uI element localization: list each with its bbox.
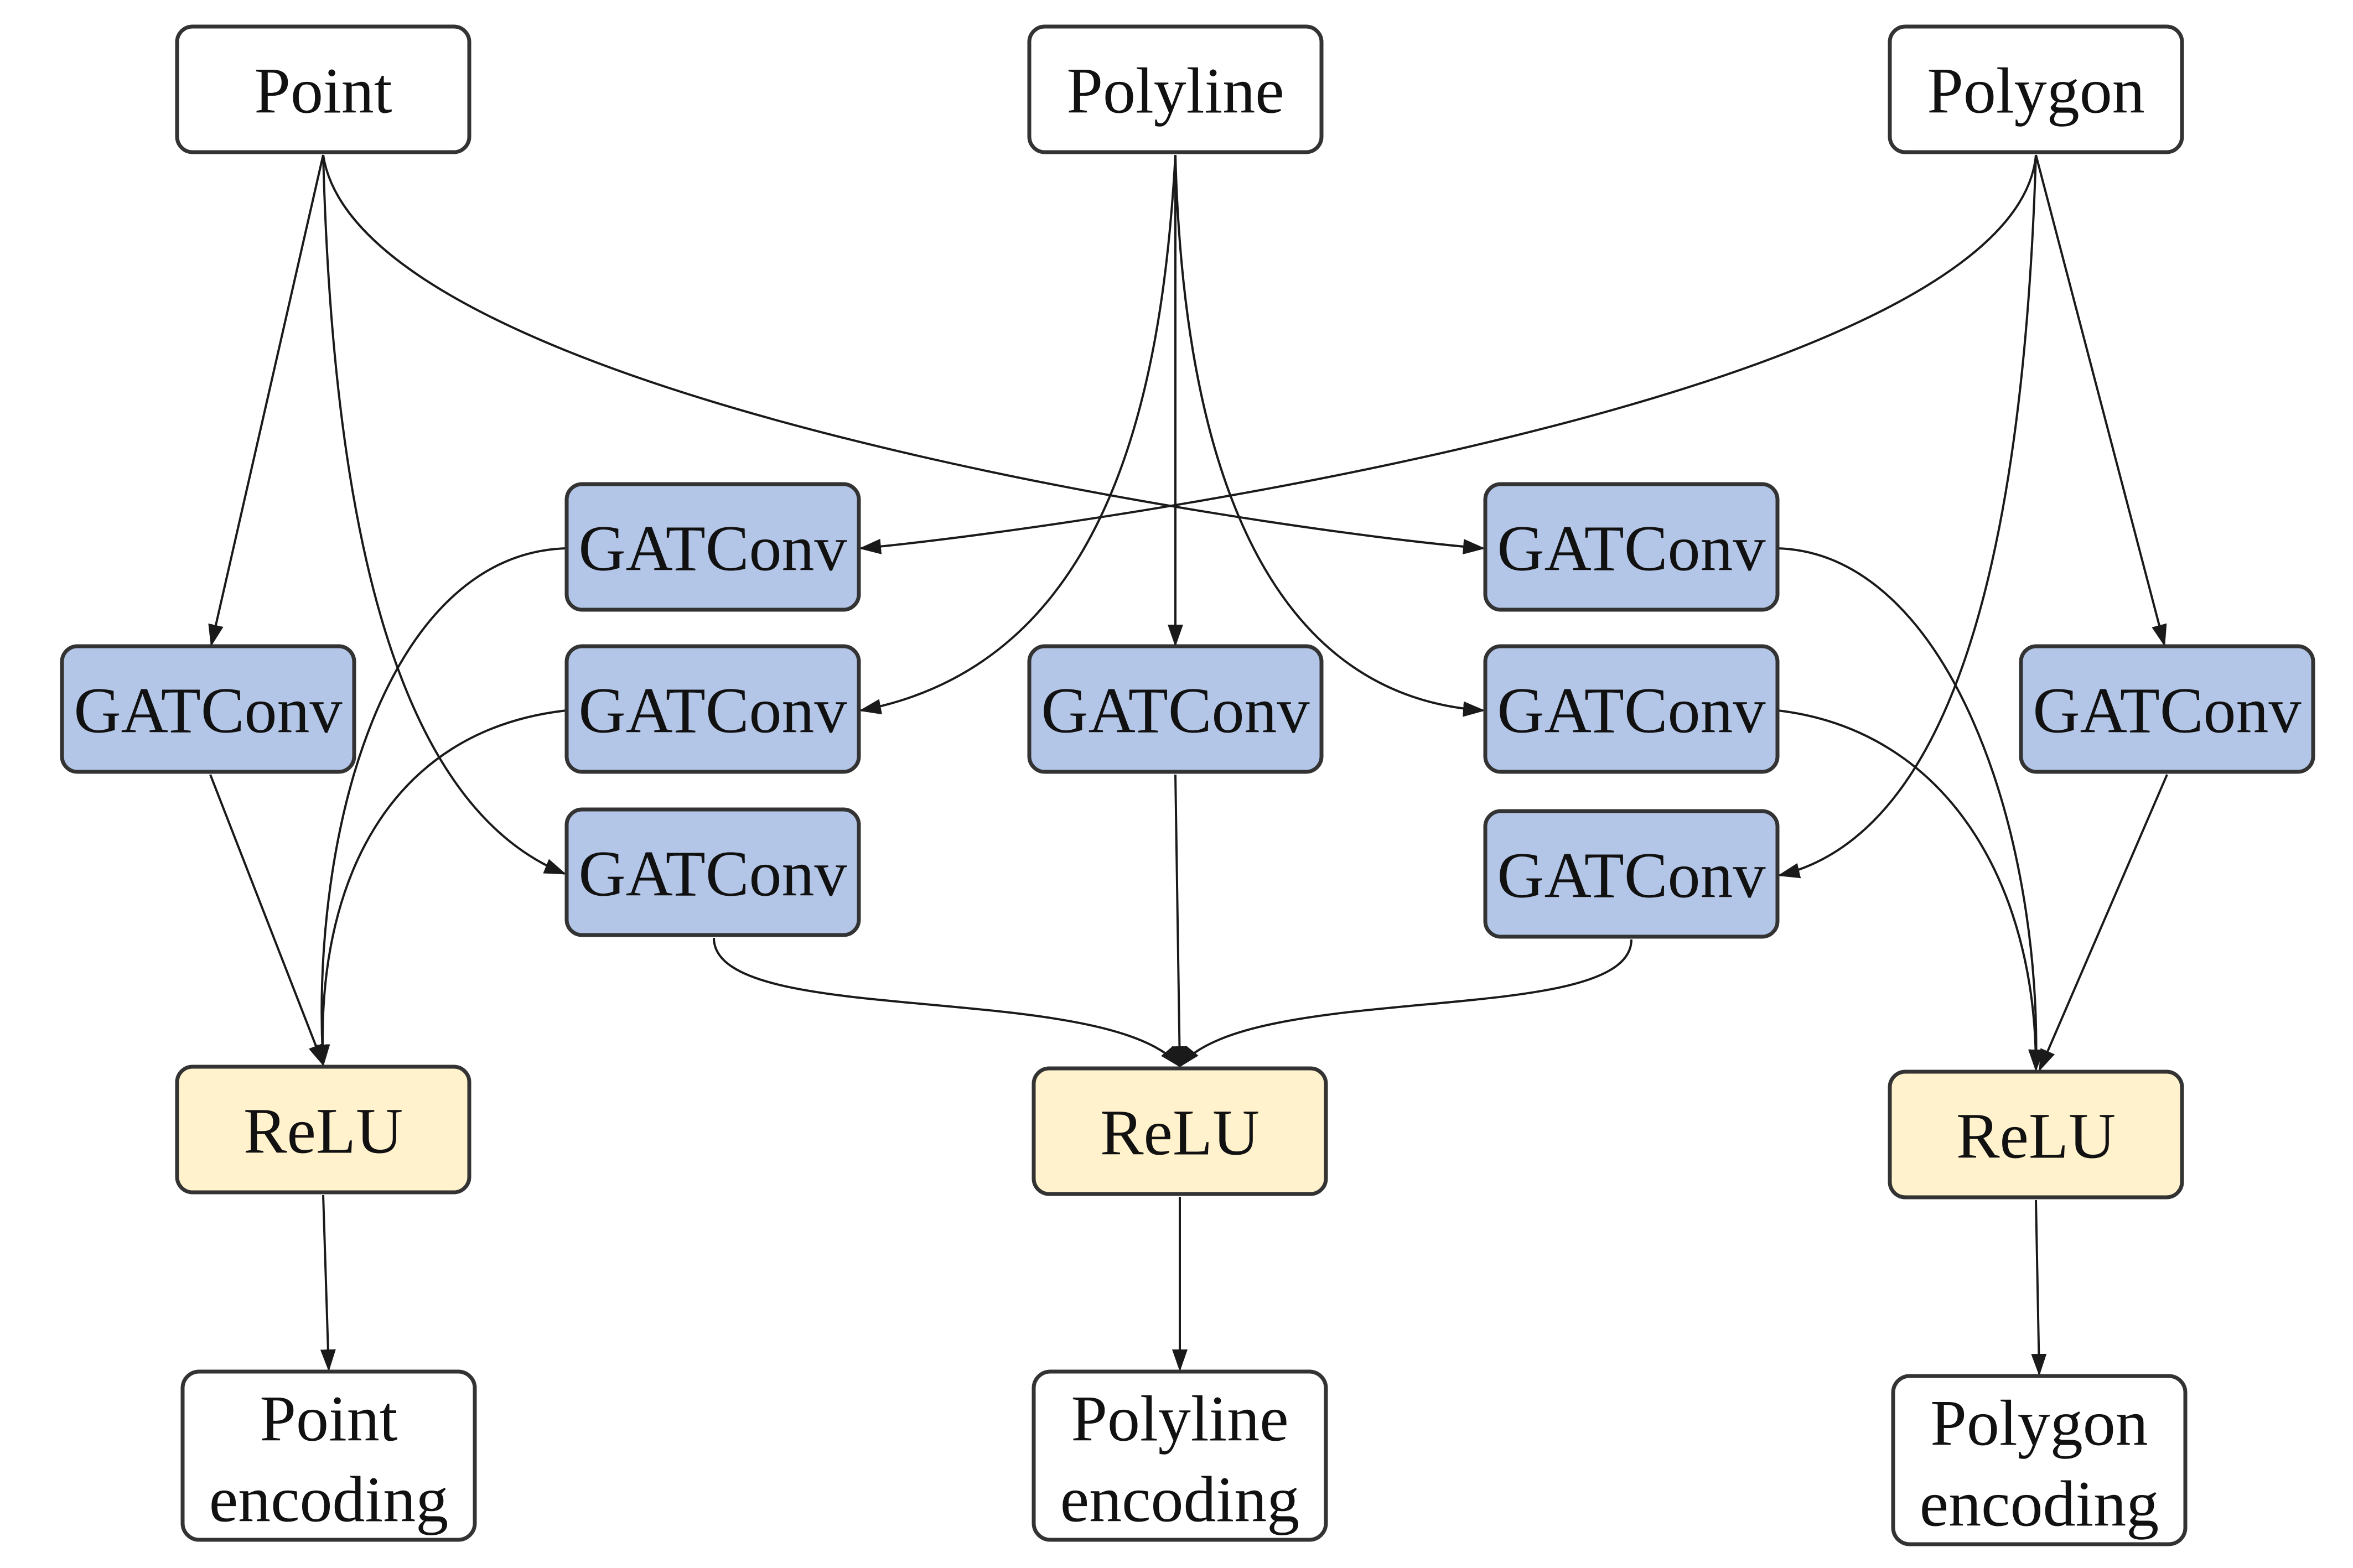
input-polyline-box xyxy=(1027,24,1324,154)
relu-point-label: ReLU xyxy=(243,1095,403,1167)
gatconv-point-label: GATConv xyxy=(74,674,342,747)
output-node-polygon: Polygon encoding xyxy=(1891,1374,2188,1546)
output-polyline-box xyxy=(1032,1369,1328,1542)
output-point-box xyxy=(180,1369,477,1542)
gatconv-right-2-box xyxy=(1483,644,1780,774)
input-node-point: Point xyxy=(175,24,471,154)
input-node-polygon: Polygon xyxy=(1888,24,2184,154)
input-polyline-label: Polyline xyxy=(1066,55,1284,127)
gatconv-point-box xyxy=(60,644,356,774)
gatconv-left-3: GATConv xyxy=(564,807,861,937)
output-polygon-line-2: encoding xyxy=(1920,1468,2159,1540)
input-polygon-box xyxy=(1888,24,2184,154)
gatconv-left-1-box xyxy=(564,482,861,612)
edge-point-to-gat-left-3 xyxy=(322,154,567,875)
output-polyline-line-1: Polyline xyxy=(1071,1383,1288,1455)
gatconv-right-1-box xyxy=(1483,482,1780,612)
relu-polygon-box xyxy=(1888,1069,2184,1200)
edge-gat-point-to-relu-point xyxy=(209,774,324,1067)
edge-gat-right-2-to-relu-polygon xyxy=(1777,709,2044,1072)
relu-point-box xyxy=(175,1065,471,1195)
edge-polygon-to-gat-right-3 xyxy=(1777,154,2037,879)
gatconv-left-3-label: GATConv xyxy=(578,838,847,910)
gatconv-point: GATConv xyxy=(60,644,356,774)
relu-polygon-label: ReLU xyxy=(1956,1100,2116,1172)
edge-polygon-to-gat-left-1 xyxy=(859,154,2037,554)
relu-polyline-box xyxy=(1032,1066,1328,1196)
gatconv-left-2-box xyxy=(564,644,861,774)
input-node-polyline: Polyline xyxy=(1027,24,1324,154)
gatconv-polygon-box xyxy=(2019,644,2315,774)
edge-point-to-gat-point xyxy=(208,154,324,647)
relu-polyline: ReLU xyxy=(1032,1066,1328,1196)
edges xyxy=(208,154,2168,1376)
gatconv-right-3: GATConv xyxy=(1483,809,1780,939)
edge-polygon-to-gat-polygon xyxy=(2035,154,2167,647)
edge-relu-point-to-out-point xyxy=(320,1195,336,1372)
input-polygon-label: Polygon xyxy=(1927,55,2144,127)
output-point-line-1: Point xyxy=(260,1383,397,1455)
gatconv-right-2-label: GATConv xyxy=(1497,674,1765,747)
gatconv-right-1: GATConv xyxy=(1483,482,1780,612)
edge-gat-polygon-to-relu-polygon xyxy=(2039,774,2168,1072)
edge-relu-polygon-to-out-polygon xyxy=(2031,1200,2047,1376)
output-polygon-box xyxy=(1891,1374,2188,1546)
edge-point-to-gat-right-1 xyxy=(322,154,1485,555)
edge-gat-polyline-to-relu-polyline xyxy=(1172,774,1188,1068)
edge-gat-right-3-to-relu-polyline xyxy=(1178,939,1632,1068)
gatconv-left-1: GATConv xyxy=(564,482,861,612)
gatconv-polyline-box xyxy=(1027,644,1324,774)
input-point-box xyxy=(175,24,471,154)
edge-polyline-to-gat-left-2 xyxy=(859,154,1176,715)
output-node-polyline: Polyline encoding xyxy=(1032,1369,1328,1542)
edge-polyline-to-gat-right-2 xyxy=(1174,154,1485,717)
edge-gat-left-2-to-relu-point xyxy=(314,709,567,1067)
gatconv-polyline: GATConv xyxy=(1027,644,1324,774)
gatconv-right-3-label: GATConv xyxy=(1497,839,1765,912)
gatconv-left-2: GATConv xyxy=(564,644,861,774)
edge-gat-left-1-to-relu-point xyxy=(314,547,567,1067)
relu-polygon: ReLU xyxy=(1888,1069,2184,1200)
input-point-label: Point xyxy=(254,55,392,127)
output-point-line-2: encoding xyxy=(209,1463,449,1536)
gatconv-right-3-box xyxy=(1483,809,1780,939)
gatconv-polygon-label: GATConv xyxy=(2033,674,2301,747)
edge-gat-left-3-to-relu-polyline xyxy=(713,937,1181,1068)
gatconv-right-1-label: GATConv xyxy=(1497,512,1765,585)
relu-polyline-label: ReLU xyxy=(1100,1097,1260,1169)
gatconv-left-3-box xyxy=(564,807,861,937)
gatconv-left-2-label: GATConv xyxy=(578,674,847,747)
output-node-point: Point encoding xyxy=(180,1369,477,1542)
gatconv-polyline-label: GATConv xyxy=(1041,674,1309,747)
gatconv-right-2: GATConv xyxy=(1483,644,1780,774)
gatconv-polygon: GATConv xyxy=(2019,644,2315,774)
output-polyline-line-2: encoding xyxy=(1060,1463,1300,1536)
gatconv-left-1-label: GATConv xyxy=(578,512,847,585)
edge-gat-right-1-to-relu-polygon xyxy=(1777,547,2044,1072)
output-polygon-line-1: Polygon xyxy=(1930,1387,2148,1460)
relu-point: ReLU xyxy=(175,1065,471,1195)
